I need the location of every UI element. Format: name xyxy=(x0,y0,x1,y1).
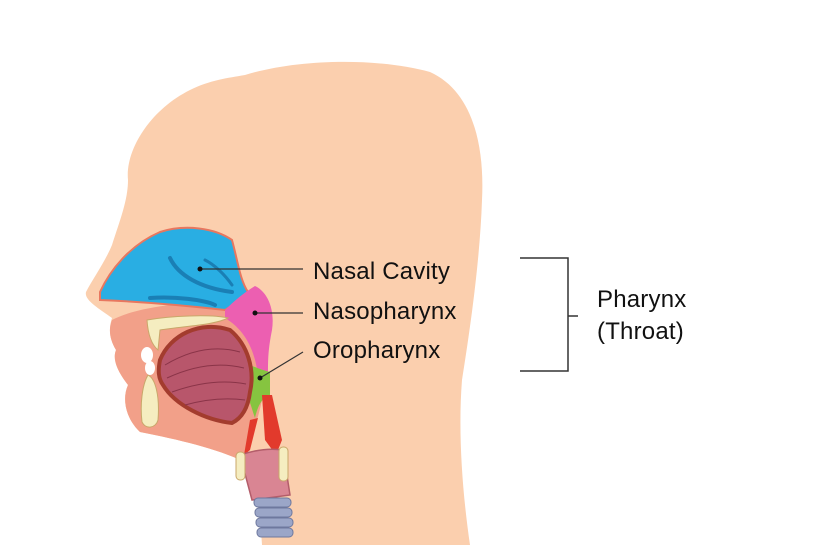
nasal-concha xyxy=(203,258,234,287)
pharynx-bracket xyxy=(520,257,578,372)
jaw-bone xyxy=(140,374,159,428)
label-oropharynx: Oropharynx xyxy=(313,337,441,364)
leader-lines xyxy=(200,268,304,379)
label-throat: (Throat) xyxy=(597,318,684,345)
nasal-concha xyxy=(168,256,234,294)
upper-tooth xyxy=(141,347,153,363)
larynx xyxy=(239,448,291,501)
lower-tooth xyxy=(145,361,155,375)
esophagus xyxy=(244,418,258,455)
trachea xyxy=(253,497,294,538)
esophagus xyxy=(262,395,282,455)
oropharynx-marker xyxy=(257,375,263,381)
label-nasopharynx: Nasopharynx xyxy=(313,298,457,325)
label-pharynx: Pharynx xyxy=(597,286,687,313)
nasal-concha xyxy=(148,295,217,307)
nasopharynx-marker xyxy=(252,310,258,316)
nasal-cavity-marker xyxy=(197,266,203,272)
cartilage xyxy=(235,451,246,481)
label-nasal-cavity: Nasal Cavity xyxy=(313,258,451,285)
cartilage xyxy=(278,446,289,482)
tongue-muscle-lines xyxy=(164,348,247,406)
palate-bone xyxy=(146,315,230,351)
nasopharynx-region xyxy=(225,286,273,376)
